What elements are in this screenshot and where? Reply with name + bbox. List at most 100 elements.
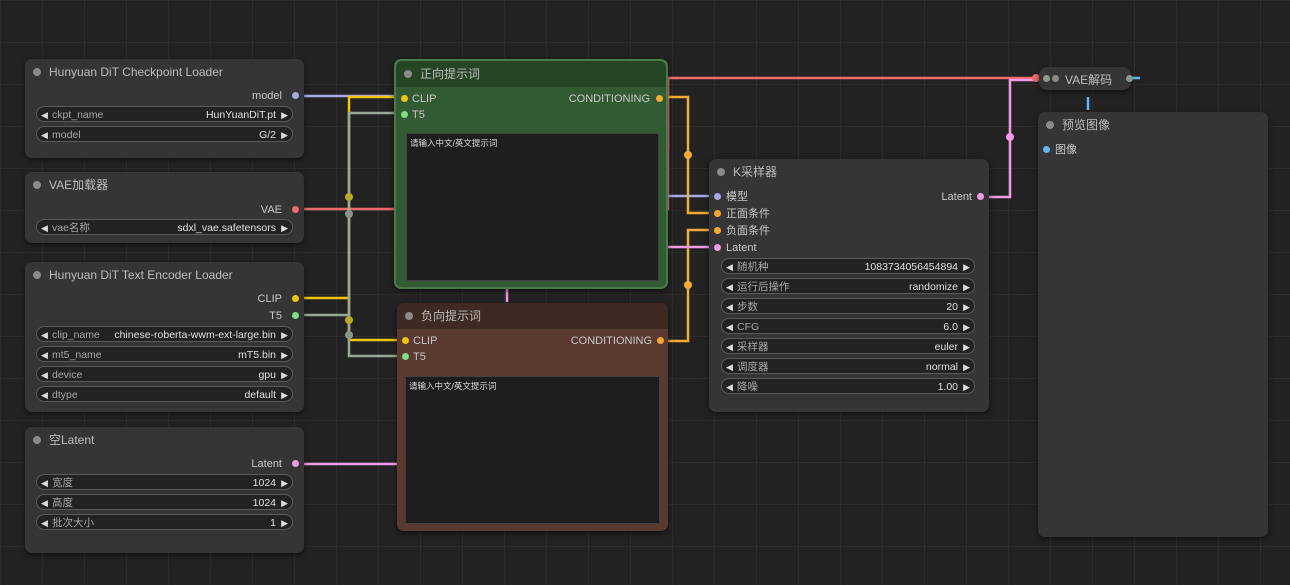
collapse-dot-icon[interactable] [1046,121,1054,129]
widget-scheduler[interactable]: ◀ 调度器 normal ▶ [721,358,975,374]
increment-arrow-icon[interactable]: ▶ [963,282,970,292]
increment-arrow-icon[interactable]: ▶ [963,322,970,332]
increment-arrow-icon[interactable]: ▶ [281,478,288,488]
decrement-arrow-icon[interactable]: ◀ [726,302,733,312]
widget-batch-size[interactable]: ◀ 批次大小 1 ▶ [36,514,293,530]
decrement-arrow-icon[interactable]: ◀ [726,342,733,352]
input-latent[interactable]: Latent [726,241,757,255]
input-t5-socket-icon[interactable] [401,111,408,118]
vae-decode-node[interactable]: VAE解码 [1039,67,1133,90]
widget-model[interactable]: ◀ model G/2 ▶ [36,126,293,142]
output-latent[interactable]: Latent [941,190,972,204]
output-t5[interactable]: T5 [269,309,282,323]
positive-prompt-textarea[interactable]: 请输入中文/英文提示词 [406,133,659,281]
output-t5-socket-icon[interactable] [292,312,299,319]
negative-prompt-node[interactable]: 负向提示词 CLIP T5 CONDITIONING 请输入中文/英文提示词 [397,303,668,531]
input-t5[interactable]: T5 [413,350,426,364]
positive-prompt-title[interactable]: 正向提示词 [396,61,666,87]
widget-cfg[interactable]: ◀ CFG 6.0 ▶ [721,318,975,334]
widget-sampler[interactable]: ◀ 采样器 euler ▶ [721,338,975,354]
widget-mt5-name[interactable]: ◀ mt5_name mT5.bin ▶ [36,346,293,362]
increment-arrow-icon[interactable]: ▶ [281,518,288,528]
input-model-socket-icon[interactable] [714,193,721,200]
decrement-arrow-icon[interactable]: ◀ [726,362,733,372]
decrement-arrow-icon[interactable]: ◀ [726,262,733,272]
input-image[interactable]: 图像 [1055,143,1077,157]
increment-arrow-icon[interactable]: ▶ [281,223,288,233]
decrement-arrow-icon[interactable]: ◀ [41,110,48,120]
widget-width[interactable]: ◀ 宽度 1024 ▶ [36,474,293,490]
output-model-socket-icon[interactable] [292,92,299,99]
input-model[interactable]: 模型 [726,190,748,204]
negative-prompt-title[interactable]: 负向提示词 [397,303,668,329]
decrement-arrow-icon[interactable]: ◀ [41,478,48,488]
collapse-dot-icon[interactable] [404,70,412,78]
input-image-socket-icon[interactable] [1043,146,1050,153]
output-vae[interactable]: VAE [261,203,282,217]
increment-arrow-icon[interactable]: ▶ [281,498,288,508]
empty-latent-node[interactable]: 空Latent Latent ◀ 宽度 1024 ▶ ◀ 高度 1024 ▶ ◀… [25,427,304,553]
output-latent-socket-icon[interactable] [292,460,299,467]
input-t5-socket-icon[interactable] [402,353,409,360]
ksampler-title[interactable]: K采样器 [709,159,989,185]
input-positive[interactable]: 正面条件 [726,207,770,221]
checkpoint-loader-node[interactable]: Hunyuan DiT Checkpoint Loader model ◀ ck… [25,59,304,158]
input-t5[interactable]: T5 [412,108,425,122]
input-clip[interactable]: CLIP [412,92,436,106]
output-latent[interactable]: Latent [251,457,282,471]
input-clip[interactable]: CLIP [413,334,437,348]
increment-arrow-icon[interactable]: ▶ [963,262,970,272]
input-clip-socket-icon[interactable] [402,337,409,344]
output-socket-icon[interactable] [1126,75,1133,82]
output-vae-socket-icon[interactable] [292,206,299,213]
decrement-arrow-icon[interactable]: ◀ [41,518,48,528]
increment-arrow-icon[interactable]: ▶ [281,330,288,340]
decrement-arrow-icon[interactable]: ◀ [726,322,733,332]
increment-arrow-icon[interactable]: ▶ [963,382,970,392]
negative-prompt-textarea[interactable]: 请输入中文/英文提示词 [405,376,660,524]
collapse-dot-icon[interactable] [717,168,725,176]
preview-image-node[interactable]: 预览图像 图像 [1038,112,1268,537]
checkpoint-loader-title[interactable]: Hunyuan DiT Checkpoint Loader [25,59,304,85]
widget-steps[interactable]: ◀ 步数 20 ▶ [721,298,975,314]
increment-arrow-icon[interactable]: ▶ [281,350,288,360]
decrement-arrow-icon[interactable]: ◀ [41,350,48,360]
collapse-dot-icon[interactable] [33,271,41,279]
decrement-arrow-icon[interactable]: ◀ [726,382,733,392]
output-conditioning[interactable]: CONDITIONING [569,92,650,106]
collapse-dot-icon[interactable] [33,68,41,76]
collapse-dot-icon[interactable] [33,181,41,189]
increment-arrow-icon[interactable]: ▶ [963,362,970,372]
output-conditioning[interactable]: CONDITIONING [571,334,652,348]
decrement-arrow-icon[interactable]: ◀ [41,390,48,400]
widget-ckpt-name[interactable]: ◀ ckpt_name HunYuanDiT.pt ▶ [36,106,293,122]
decrement-arrow-icon[interactable]: ◀ [41,130,48,140]
widget-dtype[interactable]: ◀ dtype default ▶ [36,386,293,402]
vae-loader-title[interactable]: VAE加载器 [25,172,304,198]
empty-latent-title[interactable]: 空Latent [25,427,304,453]
decrement-arrow-icon[interactable]: ◀ [41,223,48,233]
increment-arrow-icon[interactable]: ▶ [281,110,288,120]
increment-arrow-icon[interactable]: ▶ [281,370,288,380]
collapse-dot-icon[interactable] [405,312,413,320]
widget-denoise[interactable]: ◀ 降噪 1.00 ▶ [721,378,975,394]
decrement-arrow-icon[interactable]: ◀ [726,282,733,292]
vae-loader-node[interactable]: VAE加载器 VAE ◀ vae名称 sdxl_vae.safetensors … [25,172,304,243]
output-conditioning-socket-icon[interactable] [657,337,664,344]
widget-clip-name[interactable]: ◀ clip_name chinese-roberta-wwm-ext-larg… [36,326,293,342]
input-negative-socket-icon[interactable] [714,227,721,234]
input-clip-socket-icon[interactable] [401,95,408,102]
collapse-dot-icon[interactable] [1052,75,1059,82]
text-encoder-loader-title[interactable]: Hunyuan DiT Text Encoder Loader [25,262,304,288]
increment-arrow-icon[interactable]: ▶ [281,130,288,140]
output-latent-socket-icon[interactable] [977,193,984,200]
input-negative[interactable]: 负面条件 [726,224,770,238]
input-latent-socket-icon[interactable] [714,244,721,251]
decrement-arrow-icon[interactable]: ◀ [41,498,48,508]
input-positive-socket-icon[interactable] [714,210,721,217]
widget-device[interactable]: ◀ device gpu ▶ [36,366,293,382]
decrement-arrow-icon[interactable]: ◀ [41,370,48,380]
output-model[interactable]: model [252,89,282,103]
collapse-dot-icon[interactable] [33,436,41,444]
increment-arrow-icon[interactable]: ▶ [281,390,288,400]
